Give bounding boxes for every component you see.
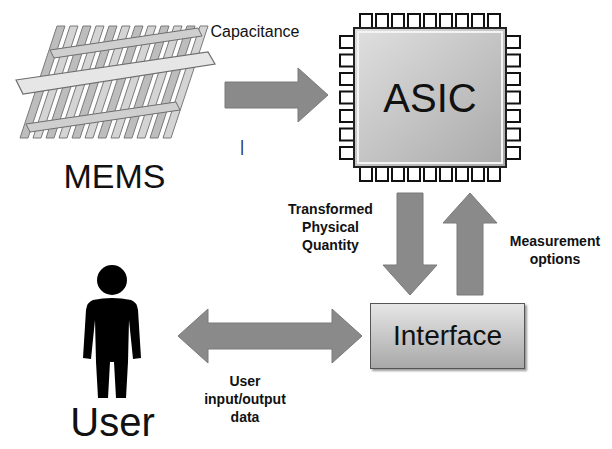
chip-pin <box>392 167 404 181</box>
chip-pin <box>340 147 354 159</box>
mems-device: MEMS <box>12 20 217 195</box>
chip-pin <box>424 14 436 28</box>
person-head <box>97 265 127 295</box>
chip-pin <box>506 55 520 67</box>
block-arrow <box>383 193 437 295</box>
chip-pin <box>340 92 354 104</box>
chip-pin <box>376 14 388 28</box>
chip-pin <box>456 167 468 181</box>
block-arrow <box>443 193 497 295</box>
anchor-rail <box>26 28 202 132</box>
chip-pin <box>440 14 452 28</box>
node-label: Interface <box>393 321 502 352</box>
chip-bevel <box>358 32 502 163</box>
interface-box: Interface <box>370 303 525 369</box>
asic-chip: ASIC <box>336 10 524 185</box>
chip-pin <box>506 92 520 104</box>
node-label: ASIC <box>383 76 476 120</box>
cursor-mark: | <box>240 138 244 156</box>
node-label: MEMS <box>64 158 166 195</box>
chip-pin <box>376 167 388 181</box>
proof-mass <box>16 52 215 94</box>
chip-pin <box>392 14 404 28</box>
user-figure: User <box>55 262 170 444</box>
person-body <box>83 298 141 398</box>
chip-pin <box>408 167 420 181</box>
chip-pin <box>408 14 420 28</box>
chip-pin <box>488 167 500 181</box>
chip-pin <box>472 167 484 181</box>
arrow-label: User input/output data <box>200 372 290 427</box>
chip-body <box>354 28 506 167</box>
arrow-label: Measurement options <box>505 232 605 268</box>
comb-finger <box>163 26 208 138</box>
block-arrow <box>178 309 362 363</box>
mems-illustration <box>12 20 217 150</box>
chip-pin <box>456 14 468 28</box>
chip-pin <box>472 14 484 28</box>
chip-pin <box>340 36 354 48</box>
chip-pin <box>360 14 372 28</box>
chip-pin <box>506 36 520 48</box>
chip-pin <box>340 129 354 141</box>
arrow-label: Capacitance <box>200 22 310 43</box>
person-silhouette <box>55 262 170 402</box>
chip-pin <box>440 167 452 181</box>
chip-pin <box>424 167 436 181</box>
chip-pin <box>506 147 520 159</box>
chip-pin <box>506 73 520 85</box>
chip-pin <box>506 110 520 122</box>
chip-pin <box>340 110 354 122</box>
chip-pin <box>360 167 372 181</box>
chip-pin <box>506 129 520 141</box>
block-arrow <box>225 68 328 122</box>
chip-pin <box>488 14 500 28</box>
chip-pin <box>340 73 354 85</box>
arrow-label: Transformed Physical Quantity <box>283 200 378 255</box>
node-label: User <box>70 400 154 444</box>
chip-pin <box>340 55 354 67</box>
